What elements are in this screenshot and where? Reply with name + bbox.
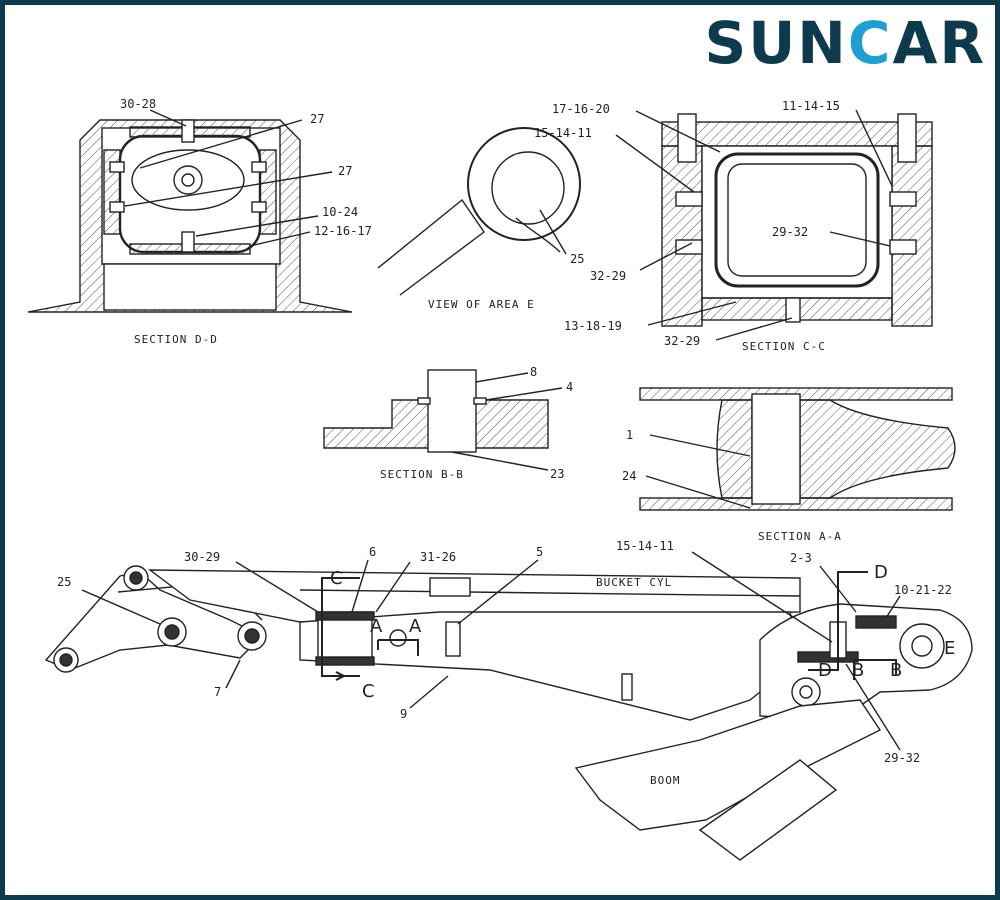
- view-area-e: [377, 127, 581, 296]
- callout-cc-29-32: 29-32: [772, 225, 808, 239]
- callout-main-25: 25: [57, 575, 71, 589]
- caption-section-cc: SECTION C-C: [742, 340, 826, 353]
- caption-section-aa: SECTION A-A: [758, 530, 842, 543]
- marker-a-right: A: [409, 616, 422, 637]
- marker-e: E: [944, 638, 955, 659]
- callout-30-29: 30-29: [184, 550, 220, 564]
- callout-cc-32-29-lower: 32-29: [664, 334, 700, 348]
- stick-assembly: [44, 551, 973, 861]
- callout-27-lower: 27: [338, 164, 352, 178]
- callout-4: 4: [566, 380, 573, 394]
- caption-view-area-e: VIEW OF AREA E: [428, 298, 535, 311]
- callout-area-e-25: 25: [570, 252, 584, 266]
- marker-c-bottom: C: [362, 681, 375, 702]
- callout-2-3: 2-3: [790, 551, 812, 565]
- callout-24: 24: [622, 469, 636, 483]
- callout-6: 6: [369, 545, 376, 559]
- label-bucket-cyl: BUCKET CYL: [596, 576, 672, 589]
- callout-31-26: 31-26: [420, 550, 456, 564]
- marker-d-bottom: D: [818, 660, 832, 681]
- callout-10-21-22: 10-21-22: [894, 583, 952, 597]
- marker-d-top: D: [874, 562, 888, 583]
- callout-17-16-20: 17-16-20: [552, 102, 610, 116]
- callout-13-18-19: 13-18-19: [564, 319, 622, 333]
- callout-12-16-17: 12-16-17: [314, 224, 372, 238]
- suncar-logo: SUNCAR: [704, 9, 986, 77]
- section-cc: [615, 109, 933, 341]
- section-dd: [27, 109, 353, 313]
- callout-cc-15-14-11: 15-14-11: [534, 126, 592, 140]
- callout-1: 1: [626, 428, 633, 442]
- label-boom: BOOM: [650, 774, 681, 787]
- callout-main-15-14-11: 15-14-11: [616, 539, 674, 553]
- callout-5: 5: [536, 545, 543, 559]
- callout-27-upper: 27: [310, 112, 324, 126]
- marker-c-top: C: [330, 568, 343, 589]
- callout-10-24: 10-24: [322, 205, 358, 219]
- caption-section-bb: SECTION B-B: [380, 468, 464, 481]
- caption-section-dd: SECTION D-D: [134, 333, 218, 346]
- callout-23: 23: [550, 467, 564, 481]
- callout-11-14-15: 11-14-15: [782, 99, 840, 113]
- marker-b-left: B: [852, 660, 864, 681]
- marker-b-right: B: [890, 660, 902, 681]
- callout-9: 9: [400, 707, 407, 721]
- callout-main-29-32: 29-32: [884, 751, 920, 765]
- callout-8: 8: [530, 365, 537, 379]
- callout-30-28: 30-28: [120, 97, 156, 111]
- callout-cc-32-29-upper: 32-29: [590, 269, 626, 283]
- section-bb: [323, 369, 563, 471]
- section-aa: [639, 387, 956, 511]
- callout-7: 7: [214, 685, 221, 699]
- marker-a-left: A: [370, 616, 383, 637]
